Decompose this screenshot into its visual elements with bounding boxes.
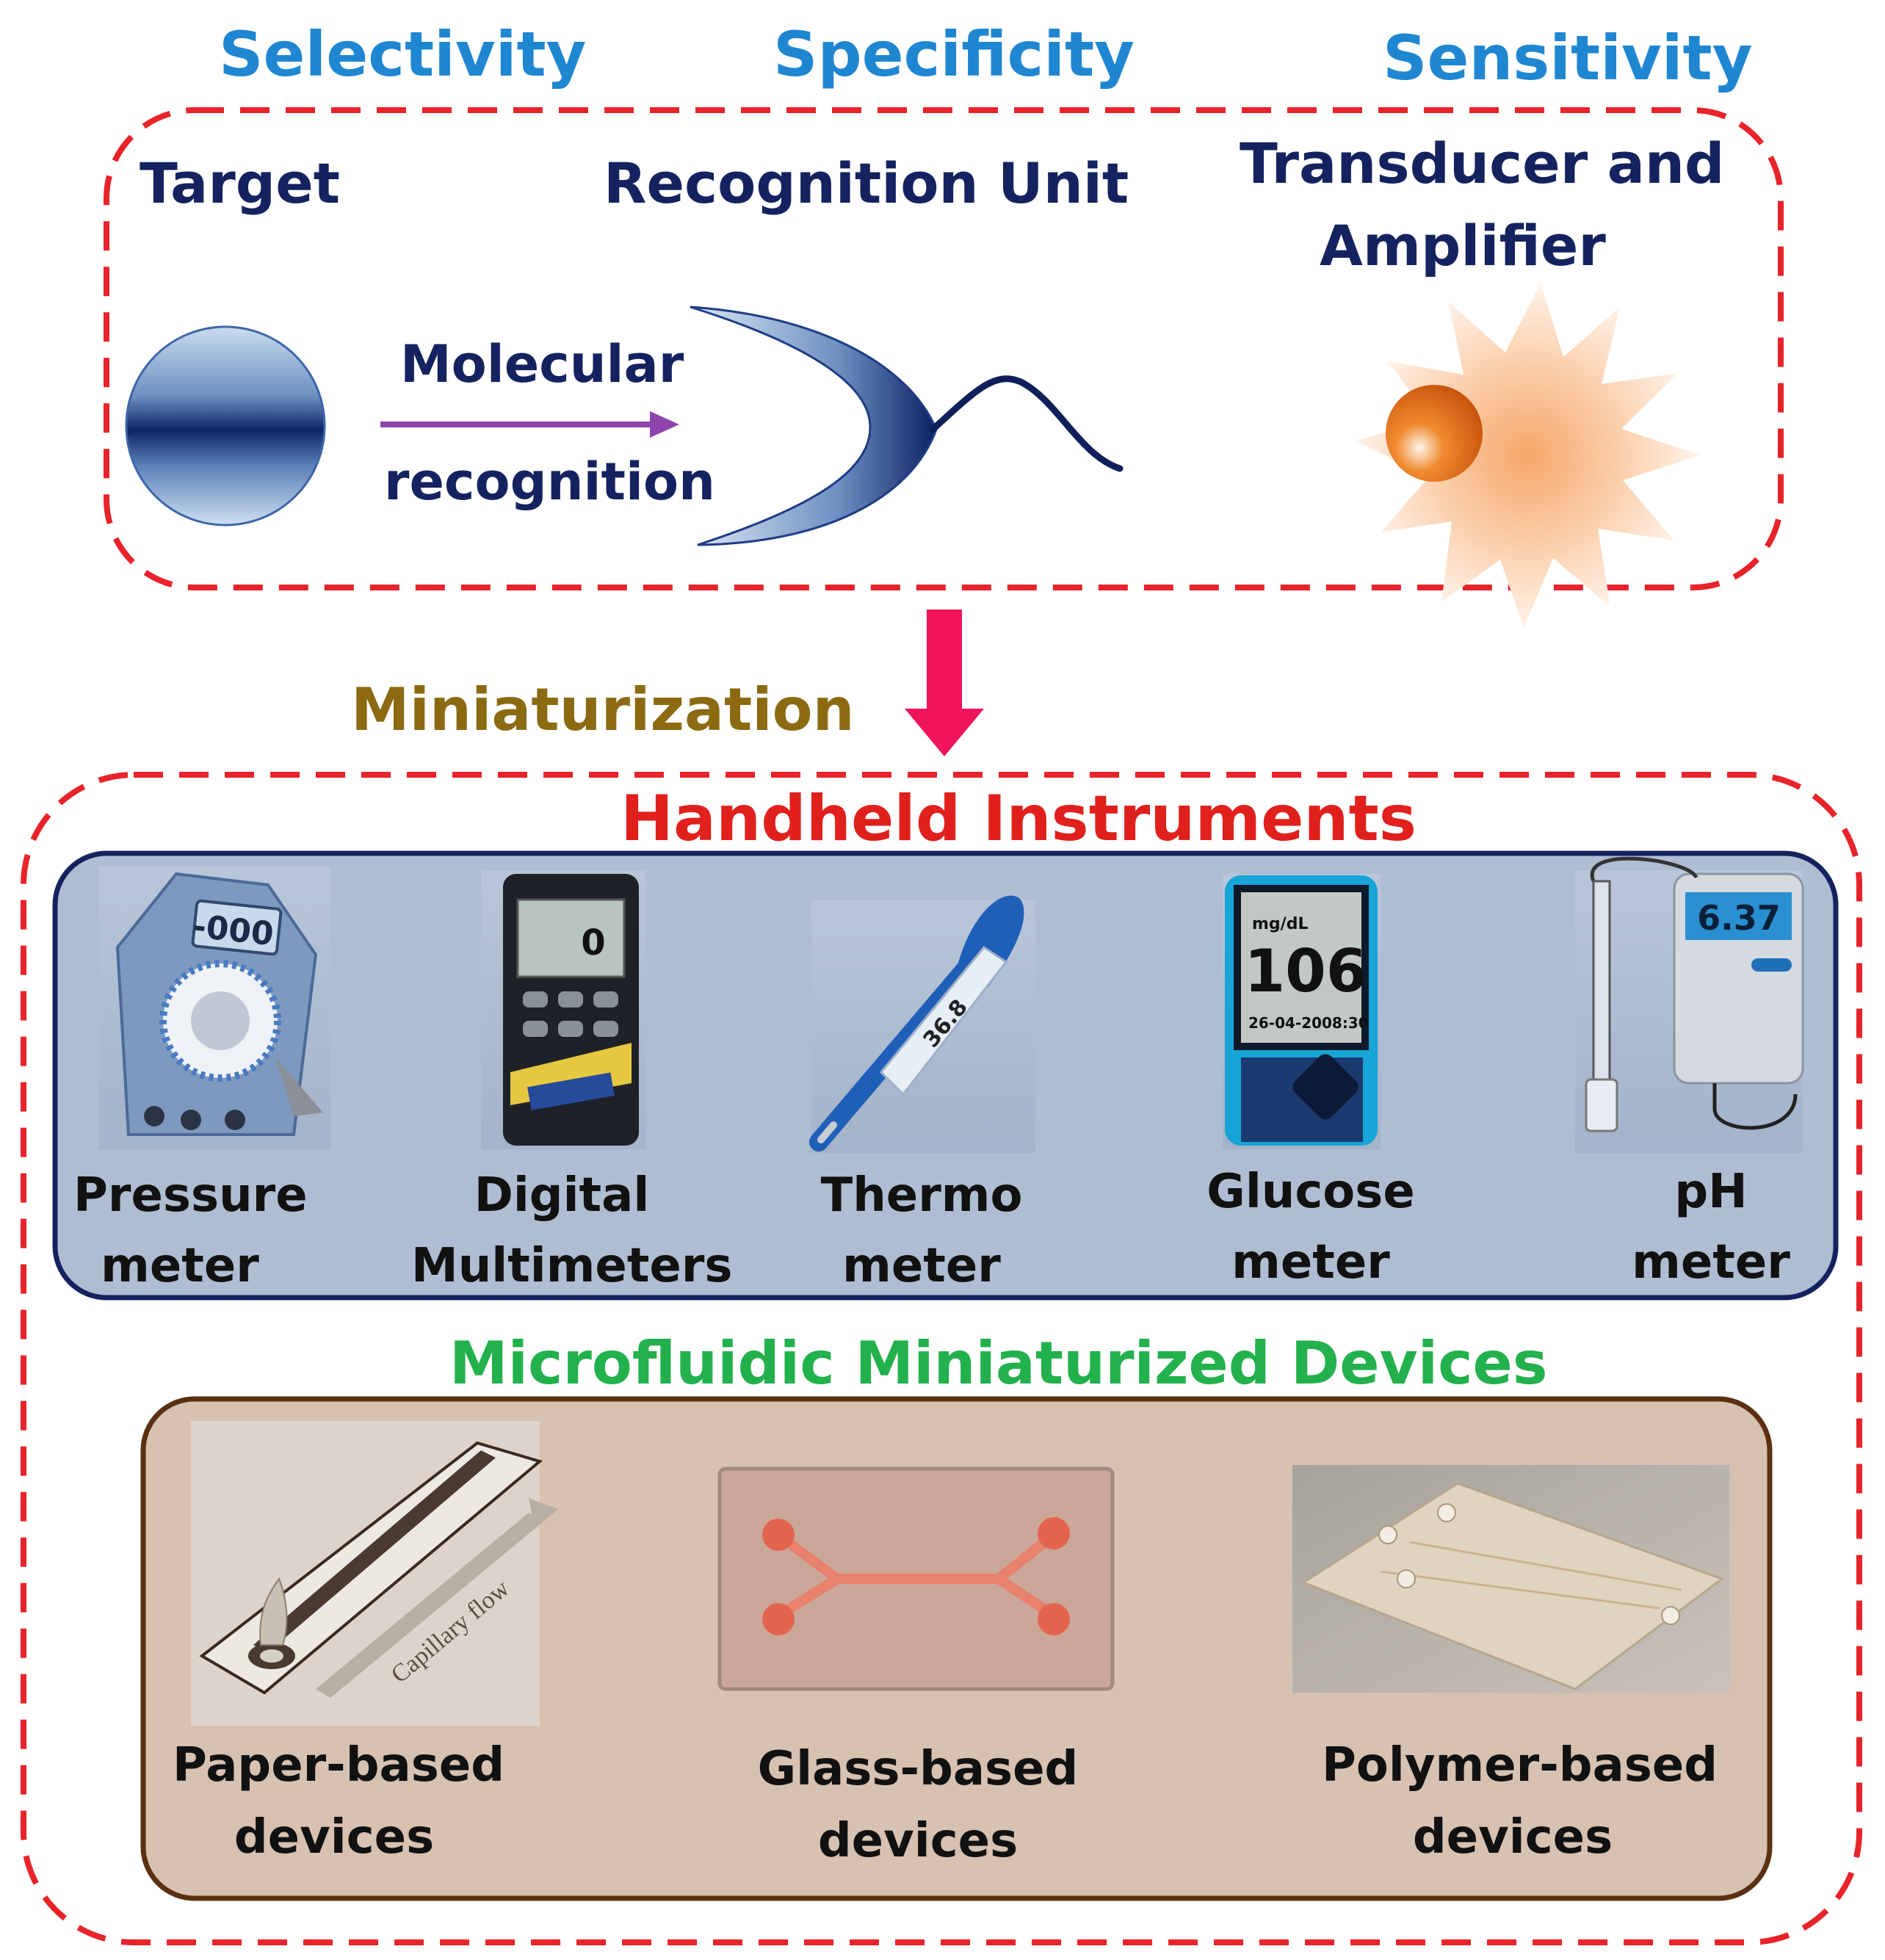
polymer-chip-icon — [1292, 1465, 1729, 1693]
transducer-label-line2: Amplifier — [1320, 213, 1606, 278]
paper-device-label: Paper-based devices — [173, 1729, 505, 1873]
ph-meter-label: pH meter — [1623, 1157, 1799, 1298]
pressure-meter-display: -000 — [191, 908, 275, 953]
digital-multimeter-icon: 0 — [481, 870, 646, 1149]
selectivity-heading: Selectivity — [219, 18, 587, 90]
glucose-meter-icon: mg/dL 106 26-04-20 08:30 — [1223, 874, 1381, 1149]
microfluidic-title: Microfluidic Miniaturized Devices — [449, 1329, 1548, 1397]
glass-device-label-line1: Glass-based — [757, 1742, 1079, 1796]
bottom-dashed-box — [21, 772, 1862, 1945]
ph-meter-icon: 6.37 — [1575, 856, 1804, 1153]
ph-meter-label-line2: meter — [1632, 1235, 1790, 1290]
polymer-device-label: Polymer-based devices — [1322, 1729, 1718, 1873]
recognition-unit-label: Recognition Unit — [604, 151, 1129, 216]
sensitivity-heading: Sensitivity — [1383, 22, 1753, 94]
glucose-time: 08:30 — [1322, 1014, 1369, 1032]
digital-multimeter-label: Digital Multimeters — [411, 1160, 733, 1301]
glucose-value: 106 — [1245, 937, 1367, 1005]
transducer-burst-icon — [1355, 283, 1701, 628]
miniaturization-label: Miniaturization — [351, 676, 855, 744]
polymer-device-label-line1: Polymer-based — [1322, 1738, 1718, 1793]
pressure-meter-label-line1: Pressure — [73, 1168, 308, 1223]
molecular-label: Molecular — [400, 334, 684, 394]
paper-device-label-line1: Paper-based — [173, 1738, 505, 1793]
pressure-meter-icon: -000 — [99, 867, 330, 1149]
handheld-title: Handheld Instruments — [621, 782, 1417, 856]
recognition-label: recognition — [384, 452, 715, 512]
glass-device-label-line2: devices — [817, 1814, 1019, 1868]
thermometer-label: Thermo meter — [815, 1160, 1028, 1301]
ph-meter-label-line1: pH — [1674, 1165, 1748, 1219]
digital-multimeter-display: 0 — [581, 922, 605, 963]
target-sphere-icon — [125, 325, 326, 527]
paper-device-label-line2: devices — [234, 1810, 435, 1865]
pressure-meter-label-line2: meter — [101, 1239, 259, 1293]
miniaturization-arrow-icon — [905, 610, 984, 756]
glucose-meter-label: Glucose meter — [1204, 1157, 1417, 1298]
ph-meter-display: 6.37 — [1697, 898, 1781, 938]
molecular-recognition-arrow-icon — [380, 411, 679, 438]
pressure-meter-label: Pressure meter — [73, 1160, 308, 1301]
glucose-meter-label-line2: meter — [1231, 1235, 1390, 1290]
target-label: Target — [140, 151, 341, 216]
polymer-device-label-line2: devices — [1412, 1810, 1613, 1865]
thermometer-label-line2: meter — [842, 1239, 1001, 1293]
transducer-label-line1: Transducer and — [1240, 131, 1725, 196]
recognition-unit-icon — [690, 305, 1124, 546]
thermometer-label-line1: Thermo — [820, 1168, 1023, 1223]
digital-multimeter-label-line2: Multimeters — [411, 1239, 733, 1293]
digital-multimeter-label-line1: Digital — [474, 1168, 650, 1223]
specificity-heading: Specificity — [773, 18, 1135, 90]
paper-device-icon: Capillary flow — [191, 1421, 558, 1726]
glucose-unit: mg/dL — [1252, 915, 1308, 933]
glucose-meter-label-line1: Glucose — [1206, 1165, 1415, 1219]
thermometer-icon: 36.8 — [809, 895, 1035, 1153]
top-dashed-box — [104, 107, 1784, 590]
glucose-date: 26-04-20 — [1248, 1014, 1322, 1032]
glass-chip-icon — [717, 1467, 1115, 1691]
glass-device-label: Glass-based devices — [756, 1733, 1079, 1877]
